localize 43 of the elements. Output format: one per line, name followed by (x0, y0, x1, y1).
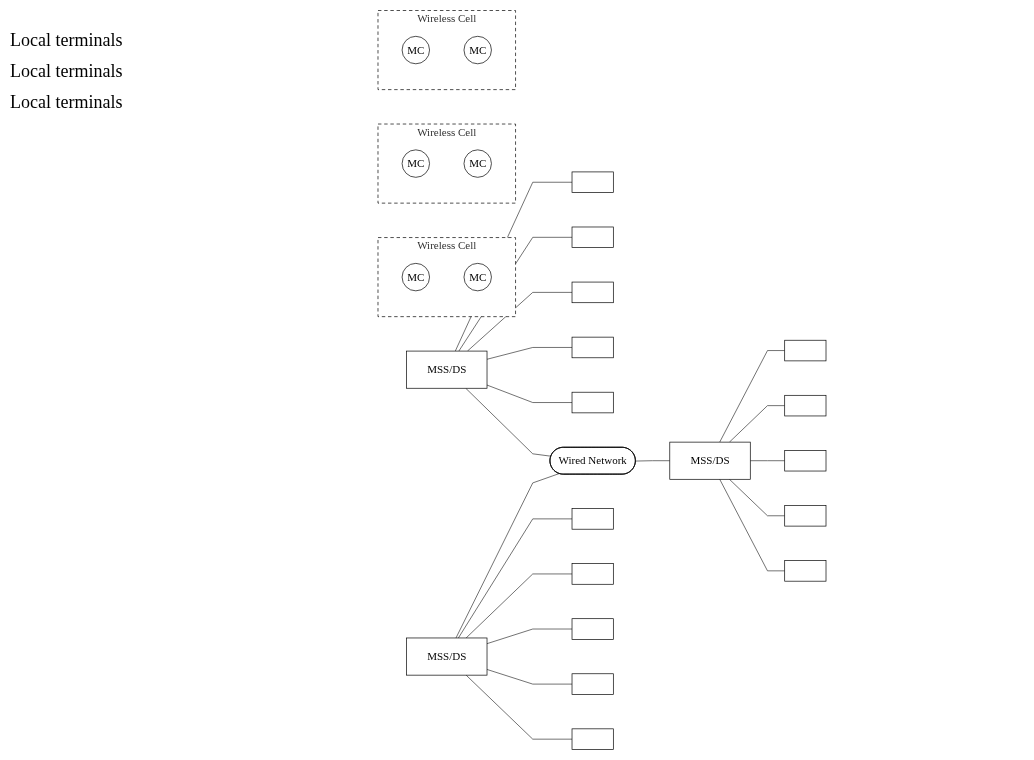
connector (635, 460, 671, 462)
node-circle: MC (463, 35, 492, 65)
node-box (784, 339, 827, 362)
node-box (784, 450, 827, 472)
connector (719, 350, 786, 443)
node-box: MSS/DS (406, 350, 488, 389)
node-box (784, 560, 827, 582)
connector (749, 460, 786, 462)
node-box: MSS/DS (669, 441, 751, 480)
node-box (571, 673, 614, 695)
connector (486, 669, 573, 685)
node-circle: MC (401, 35, 430, 65)
node-box (571, 563, 614, 585)
node-box (784, 505, 827, 527)
connector (719, 478, 786, 572)
connector (729, 405, 786, 443)
connector (465, 573, 573, 639)
node-box (571, 618, 614, 640)
connector (455, 473, 560, 639)
connector (729, 478, 786, 517)
node-circle: MC (401, 149, 430, 178)
node-box (571, 336, 614, 359)
connector (467, 292, 573, 352)
node-box (571, 391, 614, 414)
connector (465, 674, 573, 740)
connector (486, 384, 573, 403)
node-box: MSS/DS (406, 637, 488, 676)
node-box (571, 728, 614, 750)
node-box (571, 281, 614, 304)
node-box (571, 171, 614, 193)
node-circle: MC (401, 263, 430, 292)
node-circle: MC (463, 263, 492, 292)
note-text: Local terminals (10, 30, 124, 51)
note-text: Local terminals (10, 61, 124, 82)
node-box (571, 226, 614, 248)
node-circle: MC (463, 149, 492, 178)
connector (486, 628, 573, 644)
connector (465, 387, 552, 457)
note-text: Local terminals (10, 92, 124, 113)
connector (458, 518, 573, 639)
node-box (784, 394, 827, 417)
node-box (571, 508, 614, 530)
connector (486, 347, 573, 360)
